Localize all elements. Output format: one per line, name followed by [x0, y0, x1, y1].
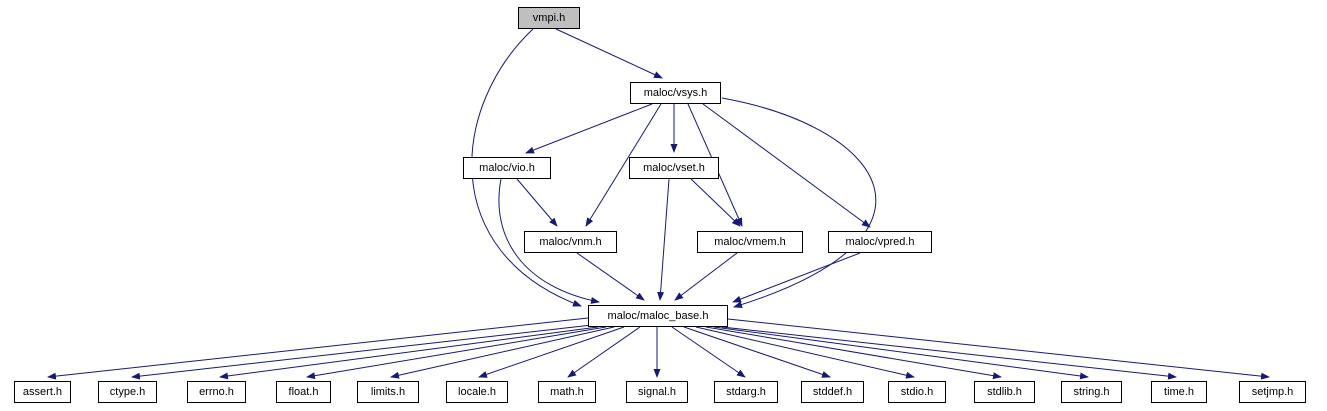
node-label: locale.h: [458, 386, 496, 398]
node-assert-h: assert.h: [14, 381, 71, 403]
node-label: maloc/vsys.h: [643, 87, 708, 99]
node-label: maloc/maloc_base.h: [607, 310, 709, 322]
node-stdio-h: stdio.h: [888, 381, 946, 403]
node-label: maloc/vio.h: [479, 162, 535, 174]
edge: [671, 326, 746, 378]
node-vmpi-h: vmpi.h: [518, 7, 580, 29]
node-label: maloc/vpred.h: [845, 236, 915, 248]
node-time-h: time.h: [1151, 381, 1207, 403]
node-label: signal.h: [638, 386, 676, 398]
edge: [306, 326, 607, 380]
edge: [732, 252, 861, 303]
node-ctype-h: ctype.h: [98, 381, 157, 403]
edge: [721, 326, 1177, 380]
edge: [713, 326, 1089, 380]
edge: [674, 252, 738, 301]
edge: [721, 97, 877, 308]
edge: [576, 252, 645, 301]
node-label: ctype.h: [109, 386, 146, 398]
edge: [390, 326, 615, 379]
node-label: maloc/vnm.h: [539, 236, 602, 248]
node-stddef-h: stddef.h: [801, 381, 864, 403]
node-stdlib-h: stdlib.h: [974, 381, 1035, 403]
edge: [683, 326, 831, 378]
node-errno-h: errno.h: [187, 381, 246, 403]
edge: [727, 318, 1270, 380]
edge: [555, 28, 663, 79]
edge: [498, 178, 600, 304]
edge: [131, 324, 593, 380]
node-label: stddef.h: [812, 386, 853, 398]
edge: [657, 178, 670, 301]
node-maloc-vio-h[interactable]: maloc/vio.h: [463, 157, 551, 179]
edge: [695, 326, 915, 379]
node-label: maloc/vset.h: [643, 162, 705, 174]
node-label: assert.h: [22, 386, 63, 398]
node-label: limits.h: [370, 386, 406, 398]
node-math-h: math.h: [538, 381, 596, 403]
node-label: math.h: [550, 386, 584, 398]
node-maloc-maloc-base-h[interactable]: maloc/maloc_base.h: [588, 305, 728, 327]
node-setjmp-h: setjmp.h: [1239, 381, 1306, 403]
edge: [478, 326, 625, 378]
node-stdarg-h: stdarg.h: [714, 381, 778, 403]
edge: [516, 178, 558, 227]
edge: [219, 326, 599, 380]
node-float-h: float.h: [276, 381, 331, 403]
edge: [585, 103, 662, 227]
node-maloc-vnm-h[interactable]: maloc/vnm.h: [524, 231, 617, 253]
node-maloc-vset-h[interactable]: maloc/vset.h: [629, 157, 719, 179]
edge: [705, 326, 1002, 380]
node-maloc-vmem-h[interactable]: maloc/vmem.h: [697, 231, 803, 253]
node-label: stdarg.h: [726, 386, 766, 398]
edge: [702, 103, 871, 228]
node-string-h: string.h: [1061, 381, 1122, 403]
node-label: vmpi.h: [532, 12, 566, 24]
node-label: string.h: [1073, 386, 1110, 398]
node-label: errno.h: [199, 386, 234, 398]
edge: [567, 326, 641, 378]
edge: [690, 178, 741, 227]
node-locale-h: locale.h: [446, 381, 508, 403]
node-label: stdlib.h: [987, 386, 1022, 398]
node-label: float.h: [288, 386, 319, 398]
node-label: time.h: [1164, 386, 1194, 398]
node-signal-h: signal.h: [626, 381, 688, 403]
node-maloc-vsys-h[interactable]: maloc/vsys.h: [630, 82, 721, 104]
node-limits-h: limits.h: [357, 381, 419, 403]
node-label: maloc/vmem.h: [714, 236, 786, 248]
node-maloc-vpred-h[interactable]: maloc/vpred.h: [828, 231, 932, 253]
node-label: stdio.h: [900, 386, 934, 398]
edge: [47, 317, 589, 380]
node-label: setjmp.h: [1251, 386, 1294, 398]
edge: [525, 103, 653, 154]
